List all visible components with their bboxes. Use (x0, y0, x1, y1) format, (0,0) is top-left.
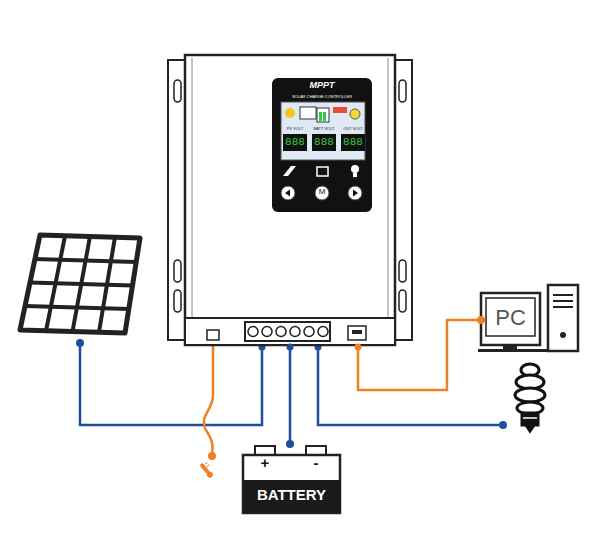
controller-housing (168, 55, 412, 345)
lcd-digits: 888 (283, 136, 307, 148)
lcd-caption: BATT VOLT (312, 127, 336, 131)
controller-box: MPPT SOLAR CHARGE CONTROLLER (185, 55, 395, 345)
battery-illustration (243, 446, 340, 513)
solar-panel (20, 235, 140, 333)
lcd-caption: PV VOLT (283, 127, 307, 131)
product-title: MPPT (272, 81, 372, 91)
pc-illustration (478, 285, 578, 352)
pc-monitor: PC (486, 298, 535, 336)
positive-terminal: + (255, 455, 275, 472)
bulb-illustration (515, 364, 545, 431)
wire-connector (355, 316, 486, 390)
lcd-digits: 888 (312, 136, 336, 148)
button-label: M (315, 188, 329, 197)
pc-label: PC (486, 306, 535, 330)
display-panel (272, 78, 372, 212)
lcd-digits: 888 (341, 136, 365, 148)
wire-connector (286, 344, 294, 449)
battery-label: BATTERY (243, 487, 340, 504)
negative-terminal: - (306, 455, 326, 472)
lcd-caption: OUT VOLT (341, 127, 365, 131)
temperature-sensor (199, 342, 217, 479)
product-subtitle: SOLAR CHARGE CONTROLLER (272, 95, 372, 99)
battery-box: + - BATTERY (243, 446, 340, 513)
